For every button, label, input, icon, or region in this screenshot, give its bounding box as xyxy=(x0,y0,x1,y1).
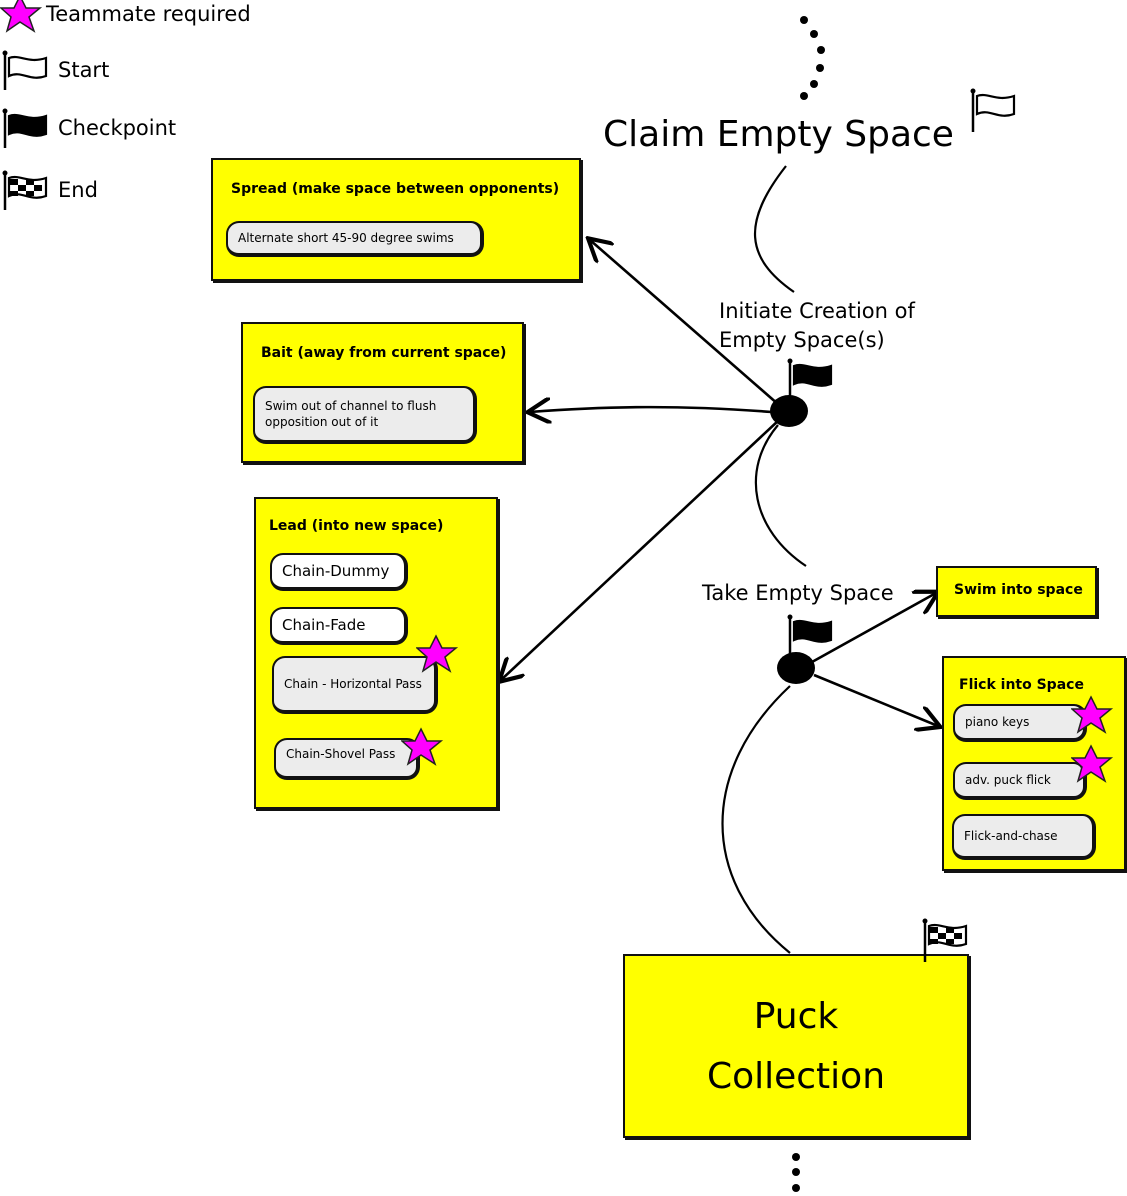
arrow-to-lead xyxy=(501,419,780,680)
pill-piano-keys: piano keys xyxy=(953,704,1087,742)
box-spread: Spread (make space between opponents) Al… xyxy=(211,158,581,281)
edge-take-to-puck xyxy=(721,685,791,954)
edge-initiate-to-take xyxy=(754,424,807,567)
star-icon xyxy=(401,727,444,766)
pill-adv-puck-flick: adv. puck flick xyxy=(953,762,1087,800)
star-icon xyxy=(1071,695,1114,734)
continuation-dots-bottom xyxy=(792,1153,800,1192)
node-initiate-line2: Empty Space(s) xyxy=(719,328,885,352)
puck-collection-line2: Collection xyxy=(706,1056,886,1097)
box-bait-title: Bait (away from current space) xyxy=(261,345,507,361)
legend-start: Start xyxy=(0,50,109,90)
legend-end: End xyxy=(0,170,98,210)
box-flick-title: Flick into Space xyxy=(959,677,1084,693)
star-icon xyxy=(1071,744,1114,783)
box-lead: Lead (into new space) Chain-Dummy Chain-… xyxy=(254,497,498,809)
start-flag-icon xyxy=(970,88,1016,132)
checkpoint-flag-icon xyxy=(787,358,833,402)
node-claim-empty-space: Claim Empty Space xyxy=(603,114,954,155)
arrow-to-flick xyxy=(813,673,938,726)
end-flag-icon xyxy=(922,918,968,962)
node-take-empty-space: Take Empty Space xyxy=(702,581,894,605)
arrow-to-bait xyxy=(530,407,773,412)
box-spread-title: Spread (make space between opponents) xyxy=(231,181,560,197)
star-icon xyxy=(0,0,43,33)
box-lead-title: Lead (into new space) xyxy=(269,518,444,534)
checkpoint-flag-icon xyxy=(787,614,833,658)
continuation-dots-top xyxy=(800,16,825,100)
legend-start-label: Start xyxy=(58,58,110,82)
pill-flick-and-chase: Flick-and-chase xyxy=(952,814,1096,860)
checkpoint-flag-icon xyxy=(2,108,48,148)
start-flag-icon xyxy=(2,50,48,90)
box-swim: Swim into space xyxy=(936,566,1097,617)
box-bait: Bait (away from current space) Swim out … xyxy=(241,322,524,463)
box-swim-title: Swim into space xyxy=(954,582,1083,598)
legend-end-label: End xyxy=(58,178,98,202)
pill-bait-item: Swim out of channel to flush opposition … xyxy=(253,386,477,444)
legend-checkpoint-label: Checkpoint xyxy=(58,116,177,140)
legend-checkpoint: Checkpoint xyxy=(0,108,176,148)
pill-chain-horizontal-pass: Chain - Horizontal Pass xyxy=(272,656,438,714)
box-puck-collection: Puck Collection xyxy=(623,954,969,1138)
legend-teammate-required: Teammate required xyxy=(0,0,251,34)
legend-teammate-label: Teammate required xyxy=(46,2,251,26)
pill-spread-item: Alternate short 45-90 degree swims xyxy=(226,221,484,257)
edge-claim-to-initiate xyxy=(753,165,795,293)
pill-chain-fade: Chain-Fade xyxy=(270,607,408,645)
pill-chain-shovel-pass: Chain-Shovel Pass xyxy=(274,738,420,780)
end-flag-icon xyxy=(2,170,48,210)
pill-chain-dummy: Chain-Dummy xyxy=(270,553,408,591)
puck-collection-line1: Puck xyxy=(753,996,839,1037)
node-initiate-line1: Initiate Creation of xyxy=(719,299,915,323)
star-icon xyxy=(416,634,459,673)
